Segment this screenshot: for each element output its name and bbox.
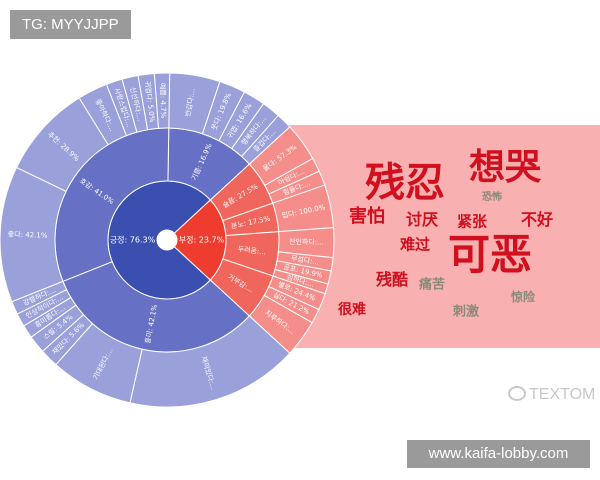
word-cloud-word: 恐怖 xyxy=(482,192,502,203)
word-cloud-word: 痛苦 xyxy=(418,277,446,293)
word-cloud-word: 惊险 xyxy=(510,290,536,304)
word-cloud-word: 害怕 xyxy=(349,206,385,227)
word-cloud-word: 残酷 xyxy=(375,270,409,289)
sunburst-label: 두려움:... xyxy=(237,244,266,257)
word-cloud-word: 紧张 xyxy=(456,212,488,231)
sunburst-label: 잔인하다:... xyxy=(289,237,324,247)
weibo-icon xyxy=(508,386,526,401)
sunburst-label: 무섭다:... xyxy=(290,253,319,266)
sunburst-label: 좋다: 42.1% xyxy=(8,229,48,239)
word-cloud-word: 不好 xyxy=(520,210,554,229)
sunburst-label: 예쁨: 4.7% xyxy=(158,83,168,119)
watermark-top: TG: MYYJJPP xyxy=(10,10,131,39)
word-cloud-word: 可恶 xyxy=(447,230,533,279)
sunburst-label: 부정: 23.7% xyxy=(179,235,225,245)
word-cloud-word: 难过 xyxy=(399,235,431,254)
word-cloud-word: 想哭 xyxy=(468,147,542,188)
word-cloud-word: 讨厌 xyxy=(405,210,439,229)
sunburst-segment[interactable] xyxy=(248,294,313,354)
brand-label: TEXTOM xyxy=(529,386,596,403)
word-cloud-word: 刺激 xyxy=(452,304,480,320)
sunburst-center xyxy=(157,230,177,250)
sunburst-label: 긍정: 76.3% xyxy=(110,235,156,245)
word-cloud-word: 残忍 xyxy=(365,160,445,206)
brand-watermark: TEXTOM xyxy=(508,386,595,404)
word-cloud-word: 很难 xyxy=(338,302,366,318)
watermark-bottom: www.kaifa-lobby.com xyxy=(407,440,590,468)
